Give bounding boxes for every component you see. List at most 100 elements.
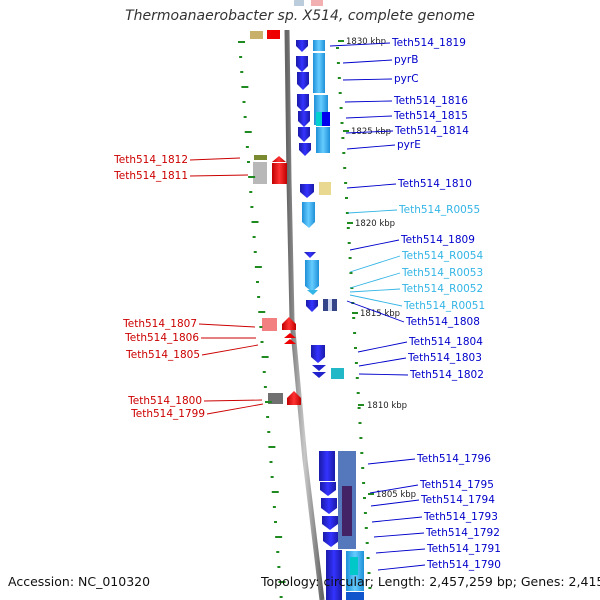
gene-label-right[interactable]: Teth514_1791 [426,543,501,555]
gene-label-left[interactable]: Teth514_1800 [127,395,202,407]
ruler-tick-label: 1830 kbp [346,37,386,47]
gene-box [342,486,352,536]
gene-arrow [297,94,309,112]
gene-label-left[interactable]: Teth514_1812 [113,154,188,166]
gene-box [313,53,325,93]
gene-arrow[interactable] [304,252,316,258]
gene-box[interactable] [319,182,331,195]
rna-arrow[interactable] [307,290,318,295]
gene-label-left[interactable]: Teth514_1799 [130,408,205,420]
rna-arrow[interactable] [305,260,319,292]
callout-line [342,59,393,64]
gene-box [322,112,330,126]
gene-label-right[interactable]: Teth514_1809 [400,234,475,246]
gene-box [346,592,364,600]
gene-label-left[interactable]: Teth514_1805 [125,349,200,361]
callout-line [377,564,426,571]
gene-label-right[interactable]: Teth514_R0054 [401,250,483,262]
gene-arrow[interactable] [284,339,296,344]
gene-arrow [320,482,336,496]
gene-label-right[interactable]: Teth514_R0051 [403,300,485,312]
gene-label-right[interactable]: Teth514_R0052 [401,283,483,295]
gene-label-right[interactable]: Teth514_1816 [393,95,468,107]
gene-label-right[interactable]: Teth514_1802 [409,369,484,381]
callout-line [329,42,391,47]
callout-line [198,323,256,328]
gene-label-right[interactable]: Teth514_1794 [420,494,495,506]
callout-line [346,300,405,323]
map-title: Thermoanaerobacter sp. X514, complete ge… [125,8,475,24]
gene-label-right[interactable]: Teth514_1792 [425,527,500,539]
callout-line [373,532,425,538]
gene-label-right[interactable]: Teth514_1814 [394,125,469,137]
gene-box[interactable] [250,31,263,39]
gene-label-right[interactable]: Teth514_1810 [397,178,472,190]
gene-arrow [297,72,309,90]
callout-line [345,115,393,119]
gene-label-right[interactable]: pyrC [394,73,419,85]
callout-line [358,357,407,367]
callout-line [349,239,400,251]
gene-label-right[interactable]: Teth514_1815 [393,110,468,122]
gene-arrow[interactable] [306,300,318,312]
gene-label-right[interactable]: Teth514_R0055 [398,204,480,216]
genome-summary: Topology: circular; Length: 2,457,259 bp… [261,574,600,589]
callout-line [344,100,393,103]
gene-label-right[interactable]: Teth514_1804 [408,336,483,348]
gene-label-right[interactable]: Teth514_1808 [405,316,480,328]
gene-box[interactable] [262,318,277,331]
callout-line [358,373,409,376]
gene-cluster-upper[interactable] [296,40,330,156]
gene-label-right[interactable]: pyrE [397,139,421,151]
ruler-tick-label: 1810 kbp [367,401,407,411]
gene-arrow [298,127,310,142]
gene-box[interactable] [268,393,283,404]
callout-line [357,341,408,353]
callout-line [349,255,401,273]
callout-line [201,344,259,356]
gene-box [313,40,325,51]
gene-label-right[interactable]: Teth514_1796 [416,453,491,465]
gene-label-right[interactable]: Teth514_1790 [426,559,501,571]
callout-line [367,458,416,465]
callout-line [371,516,423,523]
callout-line [349,272,401,289]
gene-label-left[interactable]: Teth514_1806 [124,332,199,344]
gene-arrow[interactable] [272,156,286,162]
gene-box[interactable] [254,155,267,160]
callout-line [203,399,263,402]
gene-label-right[interactable]: Teth514_1819 [391,37,466,49]
gene-box[interactable] [331,368,344,379]
gene-box [316,127,330,153]
rna-arrow[interactable] [302,202,315,228]
gene-label-left[interactable]: Teth514_1807 [122,318,197,330]
gene-arrow[interactable] [287,391,301,405]
gene-box[interactable] [272,163,287,184]
gene-arrow[interactable] [300,184,314,198]
gene-label-right[interactable]: Teth514_R0053 [401,267,483,279]
gene-label-right[interactable]: pyrB [394,54,418,66]
gene-label-right[interactable]: Teth514_1793 [423,511,498,523]
gene-label-left[interactable]: Teth514_1811 [113,170,188,182]
gene-box [319,451,335,481]
feature-top-stub-left[interactable] [294,0,304,6]
ruler-tick-label: 1805 kbp [376,490,416,500]
gene-arrow[interactable] [282,317,296,330]
ruler-tick-label: 1815 kbp [360,309,400,319]
callout-line [349,288,401,293]
gene-cluster-lower[interactable] [319,451,364,600]
gene-box[interactable] [253,162,267,184]
gene-arrow[interactable] [312,372,326,378]
gene-arrow[interactable] [312,365,326,371]
callout-line [346,144,396,150]
callout-line [342,78,393,81]
callout-line [370,499,420,507]
gene-box[interactable] [328,299,332,311]
gene-arrow[interactable] [311,345,325,363]
gene-arrow[interactable] [284,333,296,338]
gene-box[interactable] [267,30,280,39]
gene-label-right[interactable]: Teth514_1803 [407,352,482,364]
gene-label-right[interactable]: Teth514_1795 [419,479,494,491]
feature-top-stub-right[interactable] [311,0,323,6]
